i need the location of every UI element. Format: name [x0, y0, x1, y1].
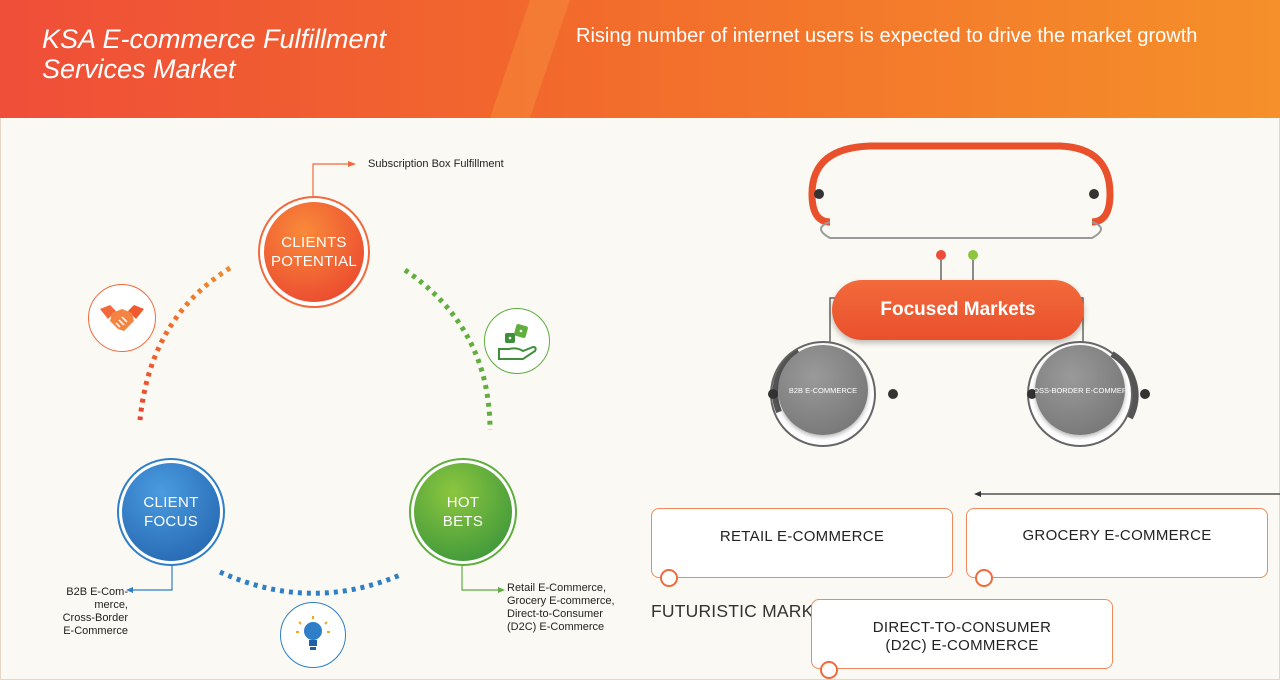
- opportunity-d2c: DIRECT-TO-CONSUMER (D2C) E-COMMERCE: [811, 599, 1113, 679]
- client-focus-circle: CLIENT FOCUS: [122, 463, 220, 561]
- cycle-arcs: [126, 161, 505, 596]
- hot-bets-note-2: Grocery E-commerce,: [507, 595, 615, 607]
- lightbulb-icon: [280, 602, 346, 668]
- client-focus-note-4: E-Commerce: [63, 625, 128, 637]
- hot-bets-note: Retail E-Commerce, Grocery E-commerce, D…: [507, 582, 615, 634]
- client-focus-note-3: Cross-Border: [62, 612, 128, 624]
- connector-right: [461, 558, 498, 591]
- clients-potential-line2: POTENTIAL: [270, 253, 358, 270]
- arc-right: [403, 267, 493, 431]
- hand-dice-icon: [484, 308, 550, 374]
- clients-potential-circle: CLIENTS POTENTIAL: [264, 202, 364, 302]
- hot-bets-circle: HOT BETS: [414, 463, 512, 561]
- client-focus-note-1: B2B E-Com-: [66, 586, 128, 598]
- page-title: KSA E-commerce Fulfillment Services Mark…: [42, 24, 387, 84]
- clients-potential-note: Subscription Box Fulfillment: [368, 158, 504, 170]
- opportunity-grocery: GROCERY E-COMMERCE: [966, 508, 1268, 587]
- client-focus-line2: FOCUS: [144, 513, 198, 530]
- hot-bets-line1: HOT: [446, 494, 480, 511]
- client-focus-line1: CLIENT: [143, 494, 199, 511]
- handshake-icon: [88, 284, 156, 352]
- header-banner: KSA E-commerce Fulfillment Services Mark…: [0, 0, 1280, 118]
- connector-top: [312, 163, 348, 196]
- connector-left: [133, 558, 173, 591]
- client-focus-note-2: merce,: [94, 599, 128, 611]
- hot-bets-line2: BETS: [442, 513, 484, 530]
- arc-left: [137, 265, 232, 421]
- focused-markets-frame: [768, 142, 1280, 497]
- segment-b2b: B2B E-COMMERCE: [778, 345, 868, 435]
- page-subtitle: Rising number of internet users is expec…: [576, 25, 1198, 47]
- opportunity-d2c-label-2: (D2C) E-COMMERCE: [885, 637, 1039, 654]
- clients-potential-line1: CLIENTS: [281, 234, 347, 251]
- focused-markets-title: Focused Markets: [832, 280, 1084, 340]
- opportunity-dot: [660, 569, 678, 587]
- opportunity-retail: RETAIL E-COMMERCE: [651, 508, 953, 587]
- opportunity-grocery-label: GROCERY E-COMMERCE: [1022, 527, 1212, 544]
- main-area: CLIENTS POTENTIAL Subscription Box Fulfi…: [0, 118, 1280, 680]
- opportunity-d2c-label-1: DIRECT-TO-CONSUMER: [872, 619, 1052, 636]
- opportunity-dot: [975, 569, 993, 587]
- hot-bets-note-4: (D2C) E-Commerce: [507, 621, 605, 633]
- client-focus-note: B2B E-Com- merce, Cross-Border E-Commerc…: [62, 586, 128, 638]
- arc-bottom: [218, 569, 401, 596]
- segment-cross-border: CROSS-BORDER E-COMMERCE: [1035, 345, 1125, 435]
- hot-bets-note-3: Direct-to-Consumer: [507, 608, 603, 620]
- header-divider: [490, 0, 570, 118]
- opportunity-dot: [820, 661, 838, 679]
- hot-bets-note-1: Retail E-Commerce,: [507, 582, 607, 594]
- opportunity-retail-label: RETAIL E-COMMERCE: [719, 528, 885, 545]
